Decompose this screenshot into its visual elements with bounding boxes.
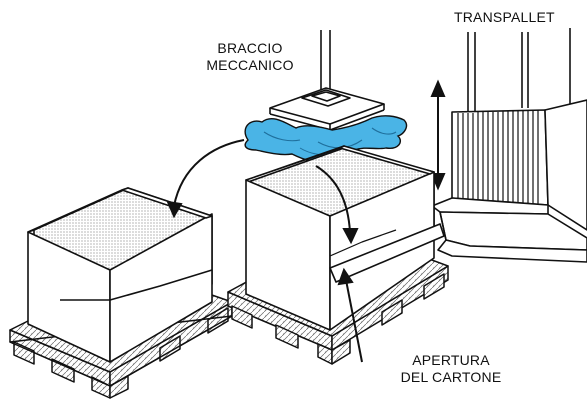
lift-arrow	[430, 79, 446, 191]
label-box-opening-line2: DEL CARTONE	[400, 369, 502, 385]
opening-pointer-arrow	[337, 267, 363, 363]
middle-box	[245, 145, 445, 331]
mechanical-arm	[269, 30, 385, 131]
transpallet	[431, 28, 587, 263]
label-mechanical-arm-line1: BRACCIO	[217, 40, 283, 56]
label-box-opening: APERTURA DEL CARTONE	[376, 352, 526, 386]
transfer-arrow	[166, 139, 245, 219]
label-mechanical-arm: BRACCIO MECCANICO	[192, 40, 308, 74]
left-box	[27, 187, 213, 363]
label-mechanical-arm-line2: MECCANICO	[206, 57, 294, 73]
label-transpallet: TRANSPALLET	[454, 9, 555, 25]
label-box-opening-line1: APERTURA	[412, 352, 490, 368]
insertion-arrow	[315, 165, 359, 245]
